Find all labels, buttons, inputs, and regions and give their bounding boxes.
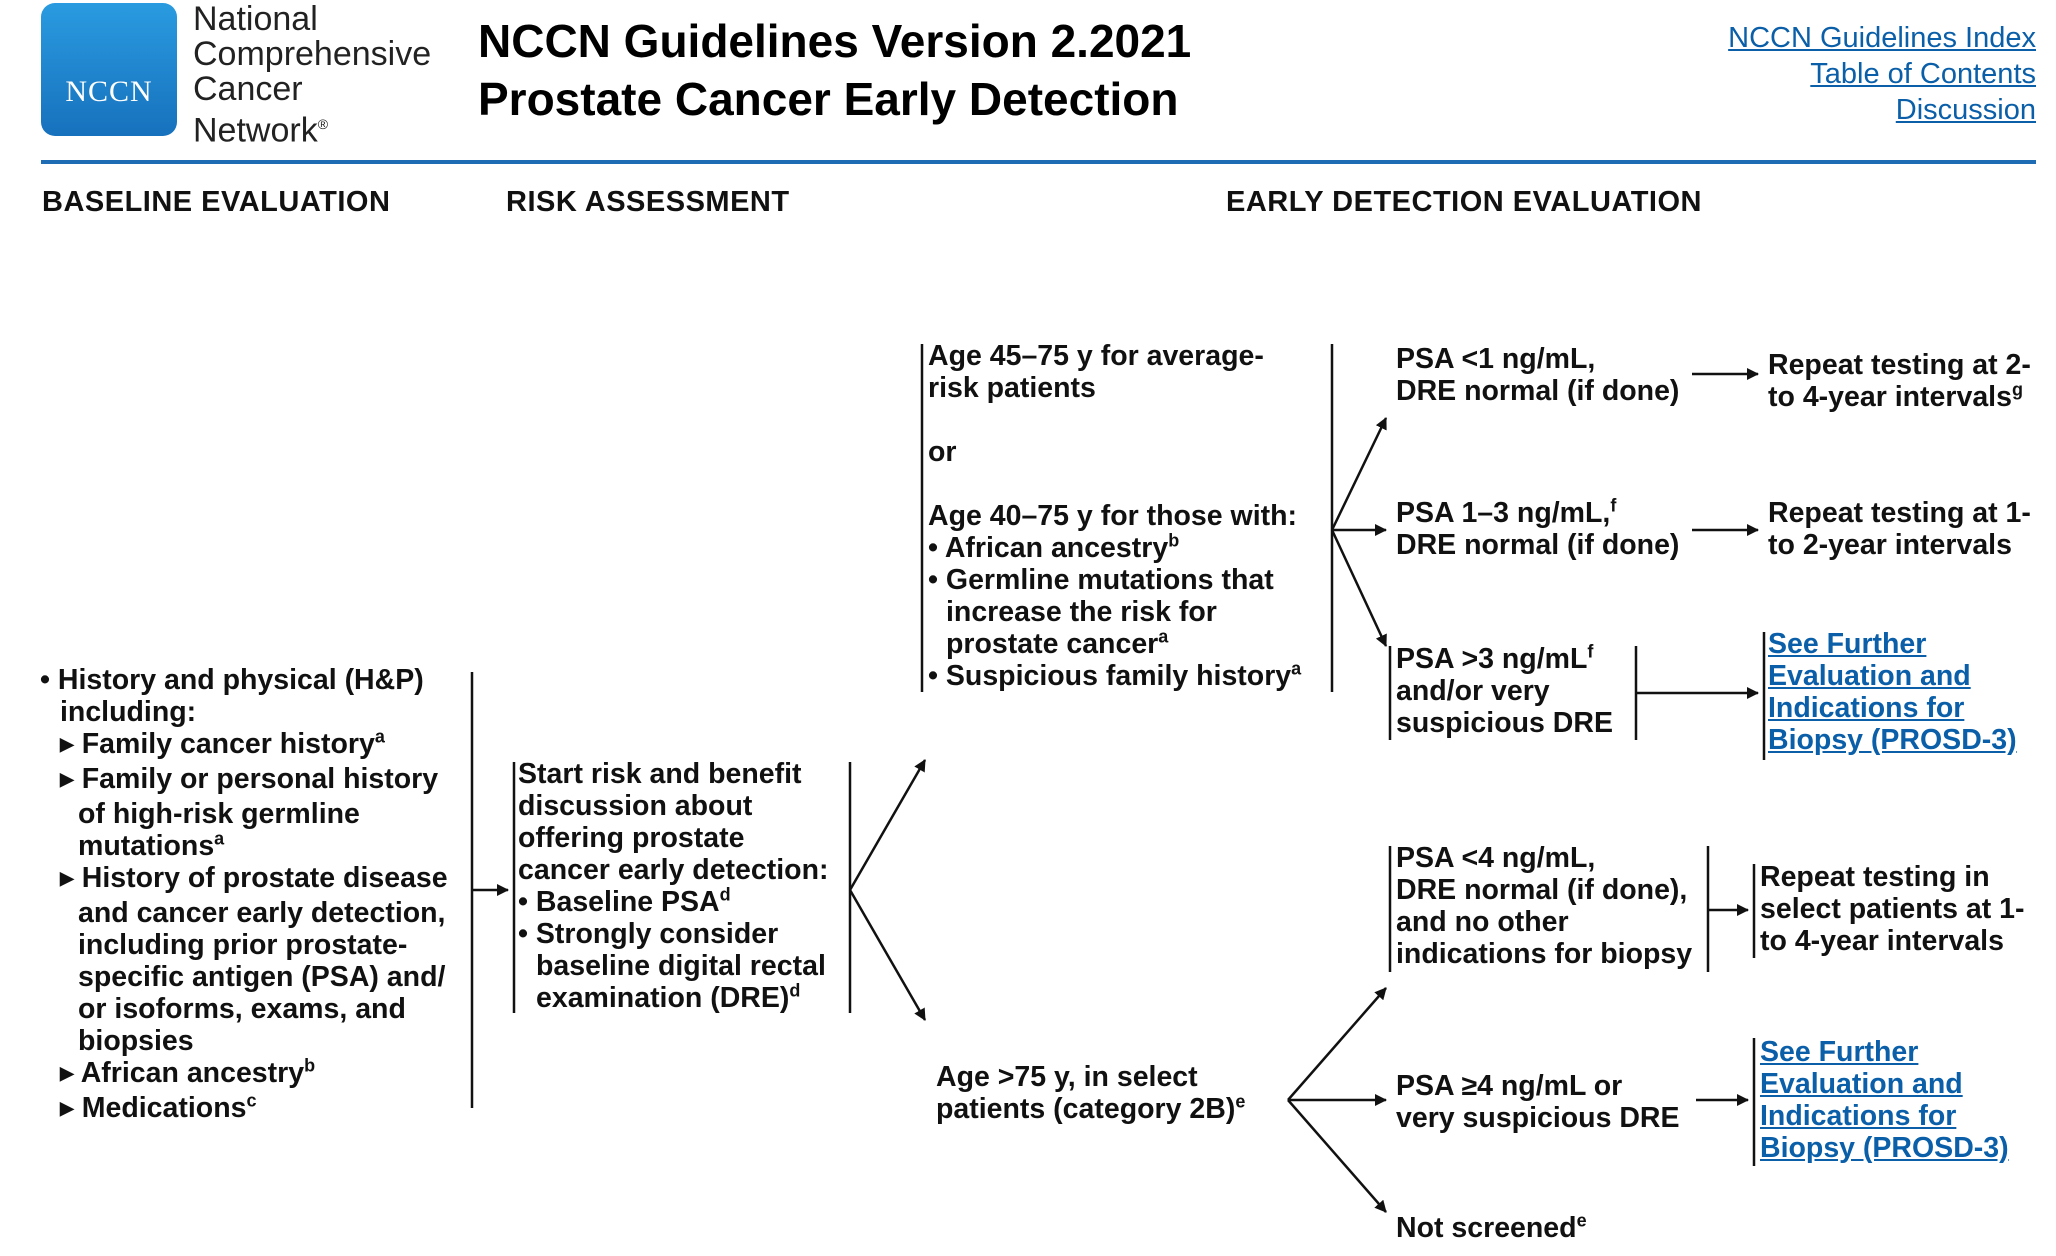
result-not-screened: Not screenede — [1396, 1210, 1587, 1245]
registered-mark: ® — [317, 116, 329, 132]
age-bullet: • Suspicious family historya — [928, 658, 1302, 693]
list-item: ▶ Family cancer historya — [60, 726, 385, 761]
discussion-link[interactable]: Discussion — [1895, 94, 2036, 126]
list-item-cont: or isoforms, exams, and — [78, 993, 406, 1025]
age-bullet: • African ancestryb — [928, 530, 1180, 565]
logo-text: NCCN — [65, 75, 153, 108]
arrow-to-psa-under-4 — [1287, 987, 1387, 1101]
list-item-cont: and cancer early detection, — [78, 897, 446, 929]
triangle-bullet-icon: ▶ — [60, 1098, 74, 1118]
page-title: NCCN Guidelines Version 2.2021 Prostate … — [478, 12, 1191, 128]
triangle-bullet-icon: ▶ — [60, 769, 74, 789]
risk-bullet: • Baseline PSAd — [518, 884, 731, 919]
outcome-repeat-1-2-years: Repeat testing at 1- to 2-year intervals — [1768, 497, 2031, 561]
triangle-bullet-icon: ▶ — [60, 1063, 74, 1083]
baseline-bullet: • History and physical (H&P) — [40, 664, 424, 696]
triangle-bullet-icon: ▶ — [60, 868, 74, 888]
list-item-cont: of high-risk germline — [78, 798, 360, 830]
age-criteria-box: Age 45–75 y for average- risk patients o… — [928, 340, 1328, 692]
list-item: ▶ Family or personal history — [60, 763, 439, 795]
header-early-detection-evaluation: EARLY DETECTION EVALUATION — [1226, 186, 1702, 218]
nccn-logo: NCCN — [41, 3, 177, 136]
table-of-contents-link[interactable]: Table of Contents — [1810, 58, 2036, 90]
risk-bullet-cont: baseline digital rectal — [536, 950, 826, 982]
list-item: ▶ History of prostate disease — [60, 862, 448, 894]
outcome-repeat-select-1-4-years: Repeat testing in select patients at 1- … — [1760, 861, 2025, 957]
risk-line: cancer early detection: — [518, 854, 829, 886]
baseline-evaluation-box: • History and physical (H&P) including: … — [40, 664, 470, 1127]
arrow-to-psa-over-3 — [1330, 529, 1388, 647]
result-psa-under-1: PSA <1 ng/mL, DRE normal (if done) — [1396, 343, 1680, 407]
see-further-evaluation-link-lower[interactable]: See Further Evaluation and Indications f… — [1760, 1036, 2009, 1164]
see-further-evaluation-link-upper[interactable]: See Further Evaluation and Indications f… — [1768, 628, 2017, 756]
age-bullet: • Germline mutations that — [928, 564, 1274, 596]
baseline-bullet-cont: including: — [60, 696, 197, 728]
org-line: Network — [193, 111, 318, 150]
age-line: Age 45–75 y for average- — [928, 340, 1264, 372]
result-psa-4-or-more: PSA ≥4 ng/mL or very suspicious DRE — [1396, 1070, 1680, 1134]
list-item: ▶ Medicationsc — [60, 1090, 257, 1125]
triangle-bullet-icon: ▶ — [60, 734, 74, 754]
arrow-risk-to-age-over-75 — [848, 889, 927, 1021]
title-line-2: Prostate Cancer Early Detection — [478, 73, 1179, 125]
age-line: risk patients — [928, 372, 1096, 404]
risk-line: discussion about — [518, 790, 753, 822]
or-label: or — [928, 436, 957, 468]
risk-line: Start risk and benefit — [518, 758, 802, 790]
risk-bullet: • Strongly consider — [518, 918, 779, 950]
age-bullet-cont: increase the risk for — [946, 596, 1217, 628]
age-over-75-box: Age >75 y, in select patients (category … — [936, 1061, 1246, 1125]
result-psa-under-4: PSA <4 ng/mL, DRE normal (if done), and … — [1396, 842, 1693, 970]
risk-line: offering prostate — [518, 822, 745, 854]
title-line-1: NCCN Guidelines Version 2.2021 — [478, 15, 1192, 67]
org-line: Comprehensive — [193, 35, 432, 73]
list-item-cont: specific antigen (PSA) and/ — [78, 961, 446, 993]
org-line: National — [193, 0, 318, 38]
list-item-cont: biopsies — [78, 1025, 194, 1057]
guidelines-index-link[interactable]: NCCN Guidelines Index — [1728, 22, 2036, 54]
list-item: ▶ African ancestryb — [60, 1055, 316, 1090]
org-line: Cancer — [193, 70, 303, 108]
age-bullet-cont: prostate cancera — [946, 626, 1169, 661]
risk-bullet-cont: examination (DRE)d — [536, 980, 801, 1015]
result-psa-over-3: PSA >3 ng/mLf and/or very suspicious DRE — [1396, 641, 1613, 740]
risk-assessment-box: Start risk and benefit discussion about … — [518, 758, 848, 1014]
header-baseline-evaluation: BASELINE EVALUATION — [42, 186, 391, 218]
age-line: Age 40–75 y for those with: — [928, 500, 1298, 532]
header-divider — [41, 160, 2036, 164]
arrow-to-not-screened — [1287, 1099, 1387, 1213]
outcome-repeat-2-4-years: Repeat testing at 2- to 4-year intervals… — [1768, 349, 2031, 413]
organization-name: National Comprehensive Cancer Network® — [193, 2, 431, 148]
arrow-risk-to-age-criteria — [848, 759, 927, 891]
list-item-cont: including prior prostate- — [78, 929, 408, 961]
arrow-to-psa-under-1 — [1330, 417, 1388, 531]
top-nav-links: NCCN Guidelines Index Table of Contents … — [1728, 20, 2036, 128]
result-psa-1-to-3: PSA 1–3 ng/mL,f DRE normal (if done) — [1396, 495, 1680, 562]
list-item-cont: mutationsa — [78, 828, 225, 863]
header-risk-assessment: RISK ASSESSMENT — [506, 186, 790, 218]
